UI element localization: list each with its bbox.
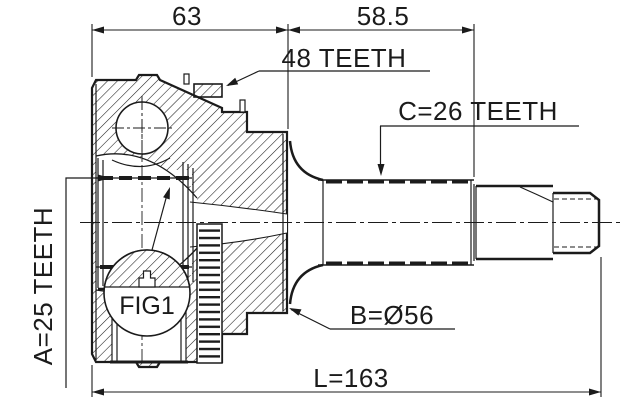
outer-diameter-arrow xyxy=(289,308,302,316)
stem-fillet-bottom xyxy=(288,263,324,305)
callout-outer-spline: C=26 TEETH xyxy=(377,96,579,176)
dimensions: 63 58.5 48 TEETH C=26 TEETH A=25 TEETH xyxy=(28,1,602,397)
spline-section xyxy=(318,179,475,266)
arrow-right xyxy=(589,388,601,396)
callout-abs-ring-teeth: 48 TEETH xyxy=(226,43,430,87)
dim-housing-width-text: 63 xyxy=(172,1,202,31)
callout-inner-spline: A=25 TEETH xyxy=(28,174,110,388)
ball-groove-arc xyxy=(111,157,171,168)
outer-spline-arrow xyxy=(377,164,385,176)
dim-total-length: L=163 xyxy=(92,363,601,396)
fig1-detail-balloon: FIG1 xyxy=(103,187,191,337)
spline-tooth-profile xyxy=(138,270,156,288)
dim-total-length-text: L=163 xyxy=(313,363,389,393)
bore-line-top xyxy=(189,201,288,215)
inner-spline-arrow xyxy=(98,174,110,182)
figure-reference-label: FIG1 xyxy=(119,292,175,320)
arrow-right xyxy=(276,26,288,34)
stem-fillet-top xyxy=(288,140,324,182)
dim-shaft-width-text: 58.5 xyxy=(357,1,410,31)
dim-housing-width: 63 xyxy=(92,1,288,34)
ring-clip-tab-2 xyxy=(239,99,246,113)
abs-ring-arrow xyxy=(226,77,239,86)
outer-spline-text: C=26 TEETH xyxy=(398,96,558,126)
balloon-leader-arrow xyxy=(163,187,170,200)
balloon-leader-line xyxy=(151,190,169,251)
callout-outer-diameter: B=Ø56 xyxy=(289,300,455,330)
abs-tone-ring-teeth xyxy=(196,223,223,364)
ring-clip-tab xyxy=(183,73,190,85)
tone-ring-teeth-pattern xyxy=(199,227,220,360)
arrow-left xyxy=(288,26,300,34)
shaft xyxy=(80,134,622,311)
race-sphere-arc-top xyxy=(95,153,198,199)
arrow-right xyxy=(462,26,474,34)
balloon-hatched-segment xyxy=(103,249,191,288)
arrow-left xyxy=(92,388,104,396)
bearing-journal xyxy=(475,184,554,261)
outer-diameter-text: B=Ø56 xyxy=(350,300,434,330)
dim-shaft-width: 58.5 xyxy=(288,1,474,34)
thread-runout-curve xyxy=(519,186,554,203)
abs-ring-teeth-text: 48 TEETH xyxy=(282,43,407,73)
abs-ring-block xyxy=(193,83,223,98)
abs-ring-section xyxy=(183,73,246,113)
inner-spline-text: A=25 TEETH xyxy=(28,207,58,365)
arrow-left xyxy=(92,26,104,34)
